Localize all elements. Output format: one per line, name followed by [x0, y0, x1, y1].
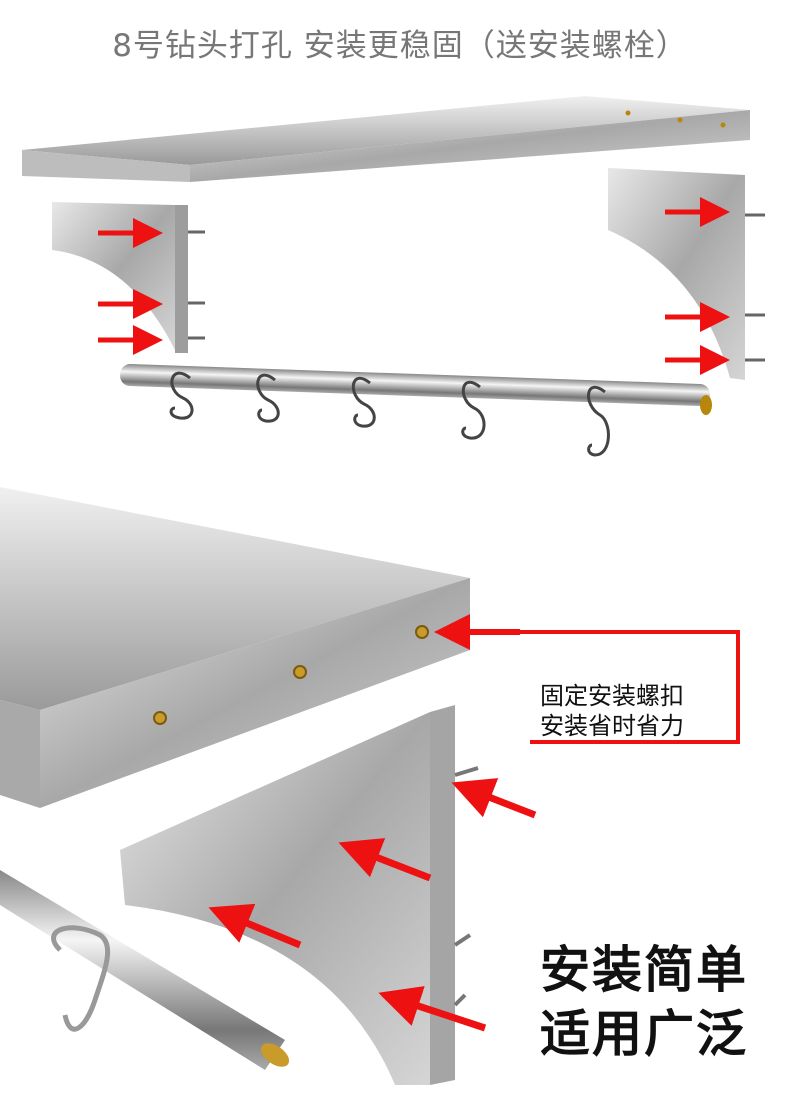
callout-line	[440, 630, 740, 744]
bracket-right	[608, 168, 765, 380]
callout-line-1: 固定安装螺扣	[540, 682, 684, 710]
callout-line-2: 安装省时省力	[540, 712, 684, 740]
arrow-icon	[378, 986, 487, 1032]
rod-closeup	[0, 870, 290, 1070]
headline: 8号钻头打孔 安装更稳固（送安装螺栓）	[112, 28, 688, 64]
slogan-line-2: 适用广泛	[540, 1005, 748, 1063]
arrow-icon	[208, 903, 302, 949]
slogan-line-1: 安装简单	[540, 941, 748, 999]
s-hooks	[169, 371, 610, 457]
shelf-small	[22, 96, 750, 182]
bracket-left	[52, 202, 205, 353]
shelf-large-closeup	[0, 487, 470, 808]
hanging-rod	[120, 364, 712, 457]
arrow-icon	[451, 778, 537, 819]
bracket-large-closeup	[120, 705, 479, 1085]
arrows-top	[98, 197, 730, 375]
arrow-icon	[338, 838, 432, 882]
arrows-bottom	[208, 778, 537, 1032]
